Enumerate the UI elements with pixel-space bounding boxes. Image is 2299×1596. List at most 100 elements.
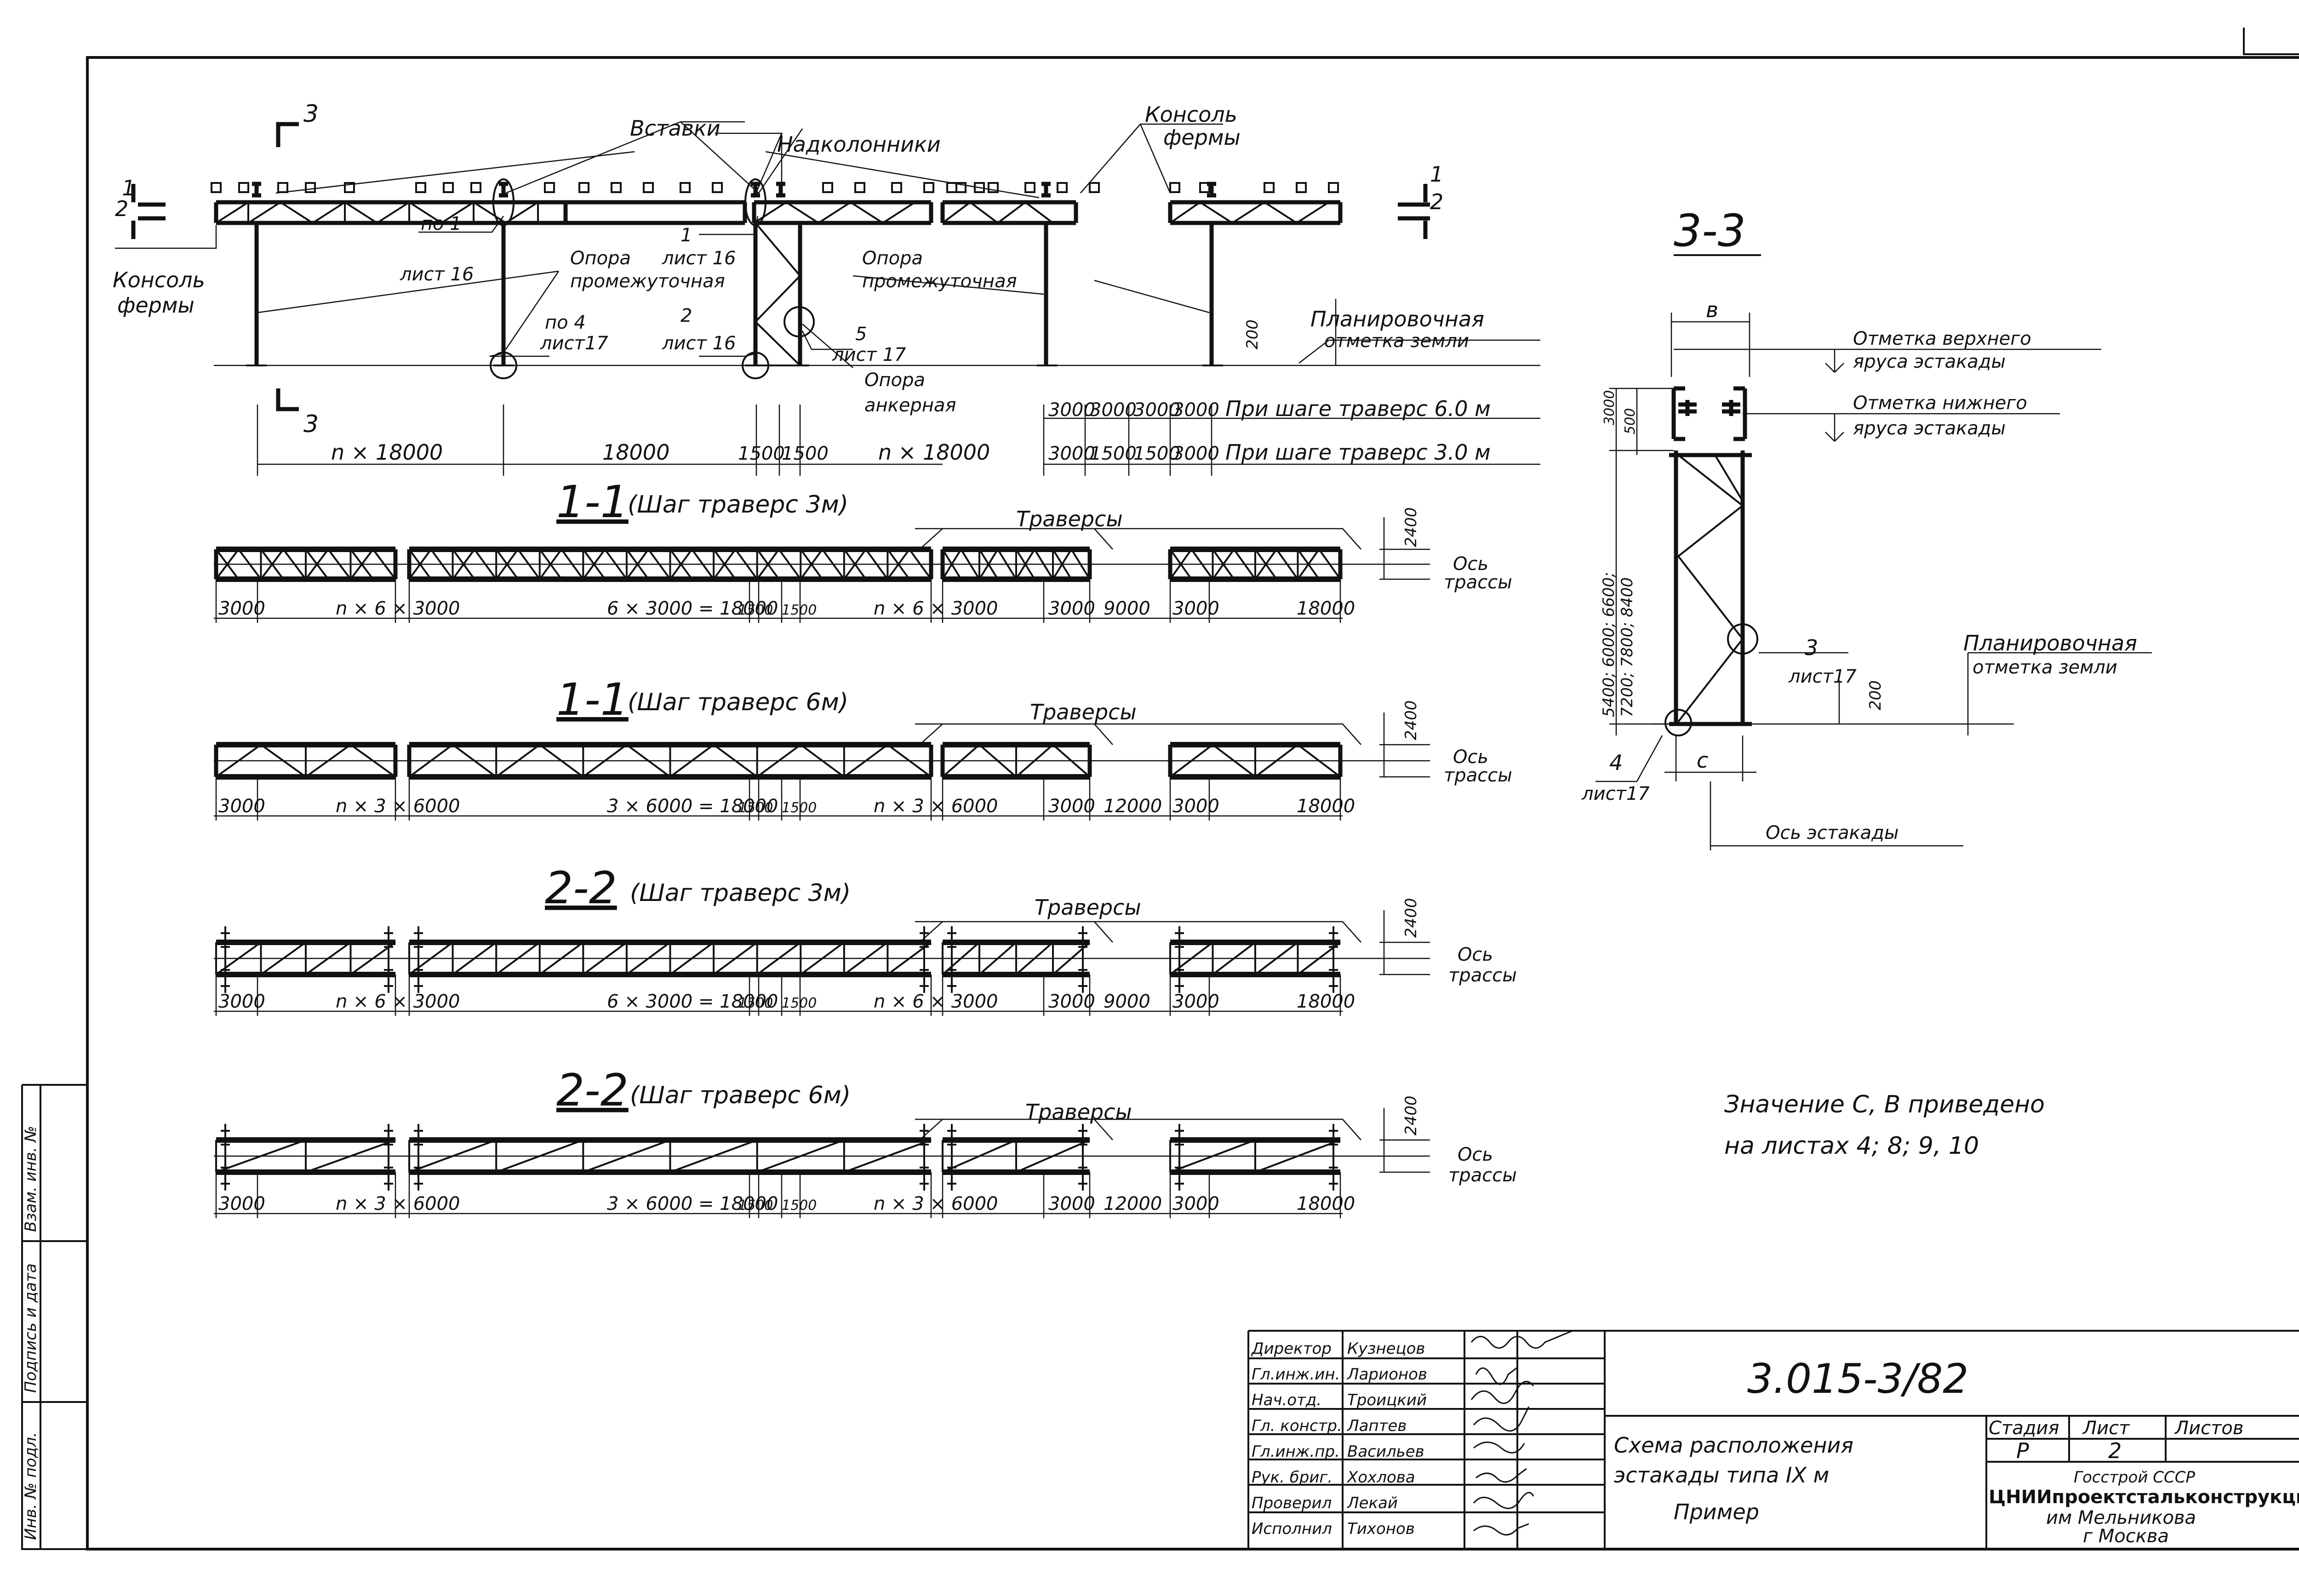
sec33-callout-4 [1664, 709, 1692, 736]
column-symbol [1078, 1124, 1087, 1191]
dim-text: 1500 [738, 995, 773, 1011]
sec33-c3-a: 3 [1805, 635, 1818, 660]
sec33-otm-low-a: Отметка нижнего [1853, 393, 2027, 414]
dim-row2-3: 1500 [782, 443, 829, 464]
dim-text: n × 6 × 3000 [874, 991, 998, 1012]
tb-col-sheet: Лист [2082, 1418, 2130, 1439]
sec-title-rest: (Шаг траверс 6м) [628, 689, 848, 716]
dim-text: 1500 [782, 602, 817, 618]
dim-text: 1500 [738, 800, 773, 816]
opora-prom-2b: промежуточная [862, 271, 1017, 292]
tb-code: 3.015-3/82 [1747, 1355, 1968, 1402]
sec-axis-a: Ось [1458, 944, 1493, 965]
dim-text: n × 3 × 6000 [336, 1193, 460, 1214]
opora-prom-1b: промежуточная [570, 271, 725, 292]
tb-name: Троицкий [1347, 1391, 1427, 1409]
dim-200: 200 [1243, 319, 1262, 349]
dim-text: 3000 [1172, 1193, 1219, 1214]
dim-text: 9000 [1104, 598, 1150, 619]
sec33-otm-top-a: Отметка верхнего [1853, 328, 2031, 349]
dim-text: 3000 [218, 1193, 265, 1214]
tb-org-2: ЦНИИпроектстальконструкция [1989, 1487, 2299, 1508]
dim-text: 6 × 3000 = 18000 [607, 991, 778, 1012]
sec-title-rest: (Шаг траверс 3м) [630, 879, 851, 907]
sec33-plan-otm-a: Планировочная [1963, 631, 2137, 656]
note-line-2: на листах 4; 8; 9, 10 [1724, 1132, 1979, 1160]
sec33-hlist-a: 5400; 6000; 6600; [1600, 572, 1618, 717]
sec33-c: с [1697, 748, 1708, 773]
sec-axis-b: трассы [1448, 1165, 1517, 1186]
label-konsol-left-1: Консоль [113, 268, 205, 292]
dim-row2-1: 18000 [602, 440, 669, 465]
label-konsol-left-2: фермы [117, 293, 194, 318]
tb-name: Кузнецов [1347, 1340, 1425, 1358]
plan-trusses [214, 200, 1343, 225]
sec33-top-tier [1671, 386, 1747, 441]
sec-axis-a: Ось [1458, 1144, 1493, 1165]
dim-text: 3 × 6000 = 18000 [607, 796, 778, 817]
mark-2-right: 2 [1430, 189, 1443, 214]
plan-leaders [115, 121, 1540, 368]
section-cut-marks [131, 122, 1430, 411]
dim-row2r-1: 1500 [1090, 443, 1137, 464]
tb-role: Проверил [1252, 1494, 1332, 1512]
sec33-axis: Ось эстакады [1766, 822, 1899, 844]
section-2-2-step-6m: 2-2 (Шаг траверс 6м) Траверсы 2400 Ось т… [214, 1065, 1517, 1218]
tb-desc-2: эстакады типа IX м [1614, 1463, 1829, 1488]
dim-text: 3000 [1172, 991, 1219, 1012]
sec33-d500: 500 [1622, 408, 1638, 434]
callout-po4-a: по 4 [545, 312, 586, 333]
dim-text: 3000 [218, 991, 265, 1012]
dim-row2-2: 1500 [738, 443, 785, 464]
label-konsol-right-1: Консоль [1145, 102, 1237, 127]
travers-leader [915, 1118, 1361, 1140]
sec-axis-b: трассы [1444, 765, 1512, 786]
sec-title-rest: (Шаг траверс 3м) [628, 491, 848, 519]
dim-text: 18000 [1297, 598, 1355, 619]
sec-axis-a: Ось [1453, 553, 1488, 575]
tb-role: Директор [1251, 1340, 1332, 1358]
dim-text: 1500 [738, 1197, 773, 1214]
callout-1-b: лист 16 [662, 248, 736, 269]
tb-name: Хохлова [1346, 1468, 1415, 1487]
label-konsol-right-2: фермы [1163, 125, 1241, 150]
height-dim [1379, 910, 1430, 975]
sec33-callout-3 [1727, 623, 1758, 655]
callout-2-a: 2 [681, 305, 692, 326]
sec-axis-b: трассы [1448, 965, 1517, 986]
label-vstavki: Вставки [630, 116, 721, 141]
plan-callouts [490, 178, 815, 379]
sec-title-num: 2-2 [556, 1065, 629, 1116]
dim-text: n × 3 × 6000 [336, 796, 460, 817]
tb-org-1: Госстрой СССР [2074, 1468, 2195, 1487]
dim-text: 3000 [1048, 991, 1095, 1012]
opora-ank-a: Опора [864, 370, 925, 391]
sec33-c4-b: лист17 [1581, 783, 1650, 804]
tb-role: Рук. бриг. [1252, 1468, 1333, 1487]
dim-row1-3: 3000 [1172, 399, 1219, 421]
dim-text: 3000 [1172, 796, 1219, 817]
plan-dimension-lines [257, 299, 1540, 476]
sec33-columns [1669, 450, 1752, 726]
tb-col-sheets: Листов [2174, 1418, 2243, 1439]
opora-prom-1a: Опора [570, 248, 631, 269]
sec-travers: Траверсы [1016, 507, 1123, 531]
dim-text: n × 3 × 6000 [874, 1193, 998, 1214]
plan-labels: Вставки Надколонники Консоль фермы Консо… [113, 100, 1491, 465]
callout-1-a: 1 [681, 225, 692, 246]
callout-5-a: 5 [855, 324, 867, 345]
dim-text: 12000 [1104, 1193, 1162, 1214]
side-sign: Подпись и дата [22, 1263, 40, 1393]
label-nadkolonniki: Надколонники [777, 132, 941, 157]
dim-row1-0: 3000 [1048, 399, 1095, 421]
dim-text: 3000 [1048, 796, 1095, 817]
sec-title-num: 1-1 [556, 674, 629, 725]
section-2-2-step-3m: 2-2 (Шаг траверс 3м) Траверсы 2400 Ось т… [214, 862, 1517, 1016]
sheet-frame [86, 56, 2299, 1550]
side-inv: Взам. инв. № [22, 1126, 40, 1232]
tb-name: Васильев [1347, 1442, 1424, 1461]
tb-role: Гл.инж.пр. [1252, 1442, 1340, 1461]
signatures [1470, 1330, 1573, 1536]
